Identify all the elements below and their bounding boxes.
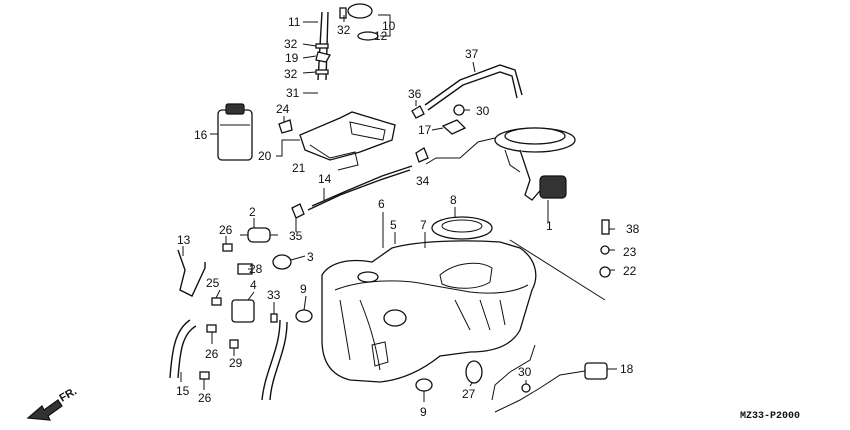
grommet-9b — [415, 378, 433, 392]
callout-35: 35 — [289, 229, 303, 243]
callout-24: 24 — [276, 102, 290, 116]
front-arrow — [26, 399, 63, 421]
callout-34: 34 — [416, 174, 430, 188]
clip-32a — [339, 7, 347, 19]
clamp-36 — [411, 105, 425, 119]
fitting-19 — [315, 51, 331, 63]
callout-38: 38 — [626, 222, 640, 236]
callout-26: 26 — [205, 347, 219, 361]
clip-32c — [315, 69, 329, 75]
fuel-unit-18 — [584, 362, 608, 380]
callout-17: 17 — [418, 123, 432, 137]
fuel-tank — [321, 240, 537, 383]
callout-16: 16 — [194, 128, 208, 142]
hose-13 — [177, 249, 206, 297]
callout-11: 11 — [288, 15, 301, 29]
callout-23: 23 — [623, 245, 637, 259]
callout-21: 21 — [292, 161, 306, 175]
callout-36: 36 — [408, 87, 422, 101]
callout-22: 22 — [623, 264, 637, 278]
callout-7: 7 — [420, 218, 427, 232]
packing-27 — [465, 360, 483, 384]
leader-lines — [180, 14, 617, 402]
direction-label: FR. — [58, 385, 79, 404]
bolt-24 — [278, 119, 293, 134]
callout-9: 9 — [300, 282, 307, 296]
callout-26: 26 — [219, 223, 233, 237]
callout-37: 37 — [465, 47, 479, 61]
callout-27: 27 — [462, 387, 476, 401]
callout-29: 29 — [229, 356, 243, 370]
callout-12: 12 — [374, 29, 388, 43]
callout-32: 32 — [337, 23, 351, 37]
callout-25: 25 — [206, 276, 220, 290]
clip-26a — [222, 243, 233, 252]
clip-26c — [199, 371, 210, 380]
hose-14 — [307, 169, 411, 211]
callout-19: 19 — [285, 51, 299, 65]
callout-8: 8 — [450, 193, 457, 207]
callout-14: 14 — [318, 172, 332, 186]
fuel-cock-4 — [231, 299, 255, 323]
callout-32: 32 — [284, 67, 298, 81]
callout-13: 13 — [177, 233, 191, 247]
clip-26b — [206, 324, 217, 333]
callout-9: 9 — [420, 405, 427, 419]
clip-32b — [315, 43, 329, 49]
callout-31: 31 — [286, 86, 300, 100]
grommet-3 — [272, 254, 292, 270]
callout-6: 6 — [378, 197, 385, 211]
hose-15 — [169, 319, 191, 379]
fuel-pump-unit — [494, 127, 576, 201]
sub-tank-bracket — [299, 111, 396, 171]
callout-4: 4 — [250, 278, 257, 292]
clamp-35 — [291, 203, 305, 219]
callout-20: 20 — [258, 149, 272, 163]
hose-37 — [424, 64, 523, 106]
collar-22 — [599, 266, 611, 278]
canister — [217, 103, 253, 161]
callout-15: 15 — [176, 384, 190, 398]
callout-18: 18 — [620, 362, 634, 376]
clamp-34 — [415, 147, 429, 163]
callout-1: 1 — [546, 219, 553, 233]
callout-10: 10 — [382, 19, 396, 33]
diagram-code: MZ33-P2000 — [740, 411, 800, 422]
callout-32: 32 — [284, 37, 298, 51]
callout-26: 26 — [198, 391, 212, 405]
callout-30: 30 — [476, 104, 490, 118]
bolt-38 — [601, 219, 610, 235]
washer-23 — [600, 245, 610, 255]
clip-25 — [211, 297, 222, 306]
nut-30 — [453, 104, 465, 116]
callout-33: 33 — [267, 288, 281, 302]
clip-17 — [441, 119, 467, 135]
clip-33 — [270, 313, 278, 323]
seal-12 — [357, 31, 379, 41]
callout-3: 3 — [307, 250, 314, 264]
fuel-filter — [240, 227, 278, 243]
callout-5: 5 — [390, 218, 397, 232]
callout-28: 28 — [249, 262, 263, 276]
hose-33 — [261, 319, 281, 401]
callout-30: 30 — [518, 365, 532, 379]
screw-29 — [229, 339, 239, 349]
cap-10 — [347, 3, 373, 19]
grommet-9 — [295, 309, 313, 323]
callout-2: 2 — [249, 205, 256, 219]
nut-30b — [521, 383, 531, 393]
